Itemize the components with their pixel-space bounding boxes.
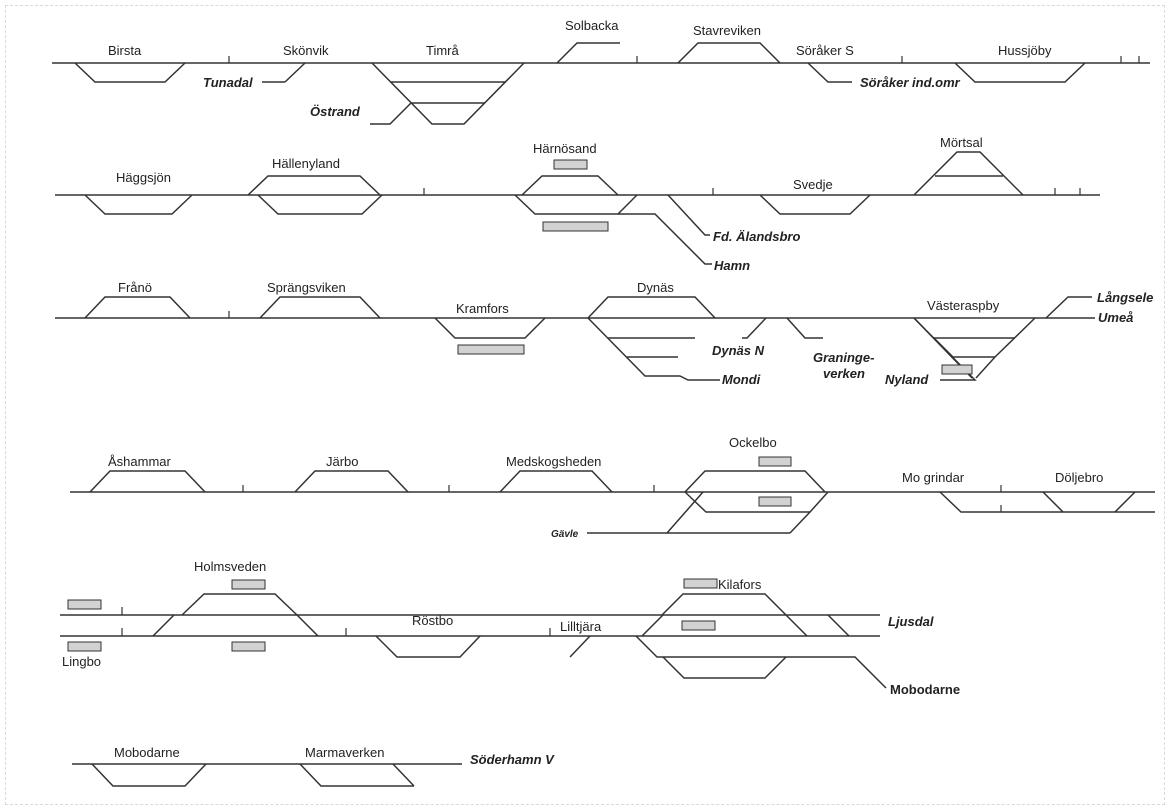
- station-kilafors: Kilafors: [718, 577, 762, 592]
- station-solbacka: Solbacka: [565, 18, 619, 33]
- platform-harnosand-upper: [553, 159, 588, 170]
- station-soraker-s: Söråker S: [796, 43, 854, 58]
- station-haggsjon: Häggsjön: [116, 170, 171, 185]
- station-mobodarne: Mobodarne: [114, 745, 180, 760]
- row-5-tracks: [60, 578, 887, 689]
- station-marmaverken: Marmaverken: [305, 745, 384, 760]
- station-ashammar: Åshammar: [108, 454, 172, 469]
- diagram-frame: [5, 5, 1165, 805]
- branch-umea: Umeå: [1098, 310, 1133, 325]
- station-sprangsviken: Sprängsviken: [267, 280, 346, 295]
- branch-gavle: Gävle: [551, 529, 579, 540]
- platform-ockelbo-upper: [758, 456, 792, 467]
- platform-kramfors: [457, 344, 525, 355]
- station-doljebro: Döljebro: [1055, 470, 1103, 485]
- row-2-tracks: [55, 151, 1100, 265]
- branch-nyland: Nyland: [885, 372, 929, 387]
- station-kramfors: Kramfors: [456, 301, 509, 316]
- station-jarbo: Järbo: [326, 454, 359, 469]
- platform-nyland: [941, 364, 973, 375]
- row-1-labels: Birsta Skönvik Timrå Solbacka Stavrevike…: [108, 18, 1052, 119]
- row-3-tracks: [55, 296, 1095, 381]
- row-1-tracks: [52, 42, 1150, 125]
- platform-harnosand-lower: [542, 221, 609, 232]
- platform-kilafors-lower: [681, 620, 716, 631]
- row-3-labels: Frånö Sprängsviken Kramfors Dynäs Väster…: [118, 280, 1153, 387]
- branch-ljusdal: Ljusdal: [888, 614, 934, 629]
- branch-soraker-ind: Söråker ind.omr: [860, 75, 961, 90]
- station-holmsveden: Holmsveden: [194, 559, 266, 574]
- branch-mondi: Mondi: [722, 372, 761, 387]
- station-medskogsheden: Medskogsheden: [506, 454, 601, 469]
- platform-kilafors-upper: [683, 578, 718, 589]
- branch-mobodarne: Mobodarne: [890, 682, 960, 697]
- station-lingbo: Lingbo: [62, 654, 101, 669]
- station-hussjoby: Hussjöby: [998, 43, 1052, 58]
- station-harnosand: Härnösand: [533, 141, 597, 156]
- station-mo-grindar: Mo grindar: [902, 470, 965, 485]
- station-dynas: Dynäs: [637, 280, 674, 295]
- station-rostbo: Röstbo: [412, 613, 453, 628]
- station-stavreviken: Stavreviken: [693, 23, 761, 38]
- platform-holmsveden-lower: [231, 641, 266, 652]
- platform-ockelbo-lower: [758, 496, 792, 507]
- branch-graninge-2: verken: [823, 366, 865, 381]
- branch-soderhamn-v: Söderhamn V: [470, 752, 555, 767]
- station-ockelbo: Ockelbo: [729, 435, 777, 450]
- branch-dynas-n: Dynäs N: [712, 343, 765, 358]
- station-birsta: Birsta: [108, 43, 142, 58]
- station-vasteraspby: Västeraspby: [927, 298, 1000, 313]
- station-hallenyland: Hällenyland: [272, 156, 340, 171]
- row-5-labels: Holmsveden Lingbo Röstbo Lilltjära Kilaf…: [62, 559, 960, 697]
- branch-ostrand: Östrand: [310, 104, 361, 119]
- branch-hamn: Hamn: [714, 258, 750, 273]
- station-timra: Timrå: [426, 43, 460, 58]
- row-6-tracks: [72, 763, 462, 787]
- station-lilltjara: Lilltjära: [560, 619, 602, 634]
- station-frano: Frånö: [118, 280, 152, 295]
- branch-fd-alandsbro: Fd. Älandsbro: [713, 229, 800, 244]
- station-mortsal: Mörtsal: [940, 135, 983, 150]
- platform-lingbo-lower: [67, 641, 102, 652]
- row-4-tracks: [70, 456, 1155, 534]
- branch-langsele: Långsele: [1097, 290, 1153, 305]
- station-svedje: Svedje: [793, 177, 833, 192]
- row-2-labels: Häggsjön Hällenyland Härnösand Svedje Mö…: [116, 135, 983, 273]
- branch-graninge-1: Graninge-: [813, 350, 874, 365]
- platform-holmsveden-upper: [231, 579, 266, 590]
- station-skonvik: Skönvik: [283, 43, 329, 58]
- row-6-labels: Mobodarne Marmaverken Söderhamn V: [114, 745, 555, 767]
- row-4-labels: Åshammar Järbo Medskogsheden Ockelbo Mo …: [108, 435, 1103, 540]
- platform-lingbo-upper: [67, 599, 102, 610]
- branch-tunadal: Tunadal: [203, 75, 253, 90]
